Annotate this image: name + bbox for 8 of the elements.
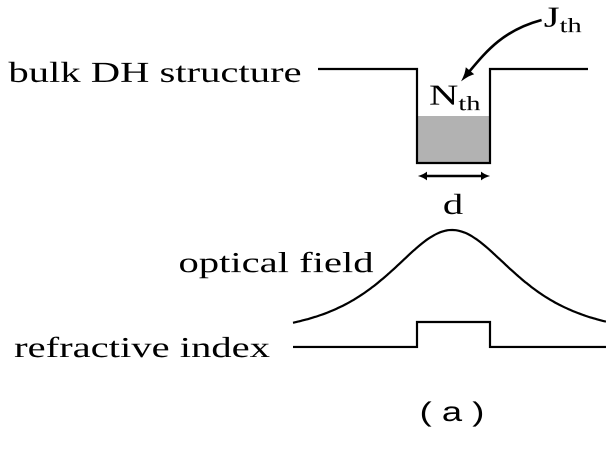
arrow — [463, 18, 542, 79]
text-label: optical field — [180, 252, 374, 278]
density-label: N$_{th}$ — [430, 86, 480, 110]
text-label: bulk DH structure — [8, 62, 300, 82]
text-label: refractive index — [14, 336, 270, 358]
panel-label: ( a ) — [422, 401, 482, 427]
dimension-label: d — [444, 194, 463, 214]
current-label: J$_{th}$ — [544, 8, 582, 32]
